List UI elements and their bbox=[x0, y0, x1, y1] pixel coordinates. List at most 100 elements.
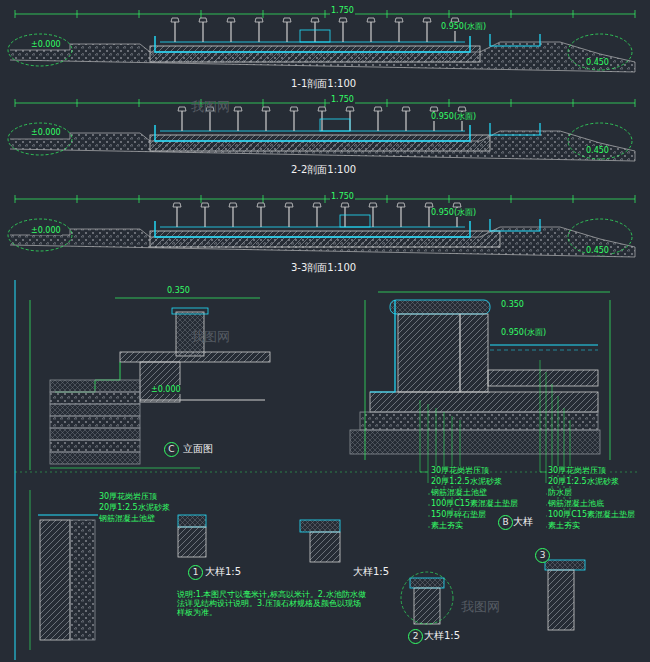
line bbox=[325, 195, 326, 203]
annotation: ±0.000 bbox=[150, 385, 182, 394]
annotation: 150厚碎石垫层 bbox=[430, 510, 487, 519]
annotation: 1.750 bbox=[330, 6, 355, 15]
hatch-area bbox=[140, 362, 180, 402]
line bbox=[426, 22, 427, 42]
ground bbox=[10, 131, 635, 161]
detail-arc bbox=[8, 123, 72, 155]
line bbox=[449, 99, 450, 107]
annotation: 20厚1:2.5水泥砂浆 bbox=[547, 477, 620, 486]
annotation: ±0.000 bbox=[30, 40, 62, 49]
line bbox=[398, 22, 399, 42]
line bbox=[285, 203, 293, 207]
hatch-area bbox=[50, 428, 140, 440]
callout-number: B bbox=[502, 518, 508, 527]
line bbox=[316, 207, 317, 227]
annotation: 防水层 bbox=[547, 488, 573, 497]
line bbox=[346, 107, 354, 111]
line bbox=[139, 195, 140, 203]
line bbox=[260, 207, 261, 227]
callout-circle: C bbox=[164, 442, 179, 457]
line bbox=[573, 10, 574, 18]
drawing-title: 大样1:5 bbox=[352, 566, 390, 578]
detail-circle bbox=[401, 572, 453, 624]
callout-circle: 1 bbox=[188, 565, 203, 580]
line bbox=[258, 22, 259, 42]
hatch-area bbox=[50, 392, 140, 404]
line bbox=[372, 207, 373, 227]
annotation: 0.950(水面) bbox=[500, 328, 547, 337]
line bbox=[402, 107, 410, 111]
annotation: 20厚1:2.5水泥砂浆 bbox=[98, 503, 171, 512]
line bbox=[314, 22, 315, 42]
line bbox=[15, 10, 16, 18]
line bbox=[263, 195, 264, 203]
line bbox=[255, 18, 263, 22]
hatch-area bbox=[410, 578, 444, 588]
annotation: 0.950(水面) bbox=[440, 22, 487, 31]
line bbox=[573, 195, 574, 203]
line bbox=[50, 468, 200, 469]
detail-arc bbox=[568, 123, 632, 159]
line bbox=[321, 111, 322, 131]
line bbox=[160, 131, 465, 132]
line bbox=[428, 404, 429, 483]
line bbox=[171, 18, 179, 22]
annotation: 30厚花岗岩压顶 bbox=[430, 466, 490, 475]
line bbox=[423, 18, 431, 22]
line bbox=[234, 107, 242, 111]
line bbox=[155, 221, 470, 237]
line bbox=[155, 125, 470, 141]
drawing-title: 大样 bbox=[512, 516, 534, 528]
line bbox=[77, 10, 78, 18]
line bbox=[369, 203, 377, 207]
hatch-area bbox=[70, 520, 95, 640]
line bbox=[449, 195, 450, 203]
line bbox=[237, 111, 238, 131]
line bbox=[511, 10, 512, 18]
hatch-area bbox=[310, 532, 340, 562]
line bbox=[30, 300, 31, 470]
annotation: 0.350 bbox=[500, 300, 525, 309]
callout-circle: 3 bbox=[535, 548, 550, 563]
annotation: 钢筋混凝土池底 bbox=[547, 499, 605, 508]
hatch-area bbox=[50, 380, 140, 392]
line bbox=[230, 22, 231, 42]
line bbox=[263, 10, 264, 18]
callout-circle: B bbox=[498, 515, 513, 530]
line bbox=[199, 18, 207, 22]
line bbox=[490, 350, 598, 351]
line bbox=[458, 107, 466, 111]
hatch-area bbox=[398, 314, 460, 392]
annotation: 说明:1.本图尺寸以毫米计,标高以米计。2.水池防水做法详见结构设计说明。3.压… bbox=[176, 590, 368, 618]
line bbox=[405, 111, 406, 131]
hatch-area bbox=[172, 308, 208, 314]
line bbox=[342, 22, 343, 42]
line bbox=[325, 99, 326, 107]
line bbox=[311, 18, 319, 22]
drawing-title: 3-3剖面1:100 bbox=[290, 262, 357, 274]
annotation: 0.450 bbox=[585, 146, 610, 155]
line bbox=[387, 10, 388, 18]
line bbox=[635, 195, 636, 203]
line bbox=[490, 345, 598, 346]
hatch-area bbox=[548, 570, 574, 630]
line bbox=[140, 400, 265, 401]
annotation: 素土夯实 bbox=[430, 521, 464, 530]
line bbox=[387, 195, 388, 203]
line bbox=[377, 111, 378, 131]
line bbox=[635, 10, 636, 18]
line bbox=[378, 292, 610, 293]
line bbox=[201, 10, 202, 18]
line bbox=[265, 111, 266, 131]
annotation: 1.750 bbox=[330, 95, 355, 104]
hatch-area bbox=[460, 314, 488, 392]
line bbox=[155, 36, 470, 52]
line bbox=[15, 280, 16, 660]
line bbox=[201, 203, 209, 207]
line bbox=[257, 203, 265, 207]
line bbox=[449, 10, 450, 18]
watermark: 我图网 bbox=[190, 100, 231, 115]
line bbox=[425, 203, 433, 207]
line bbox=[395, 18, 403, 22]
watermark: 我图网 bbox=[190, 330, 231, 345]
